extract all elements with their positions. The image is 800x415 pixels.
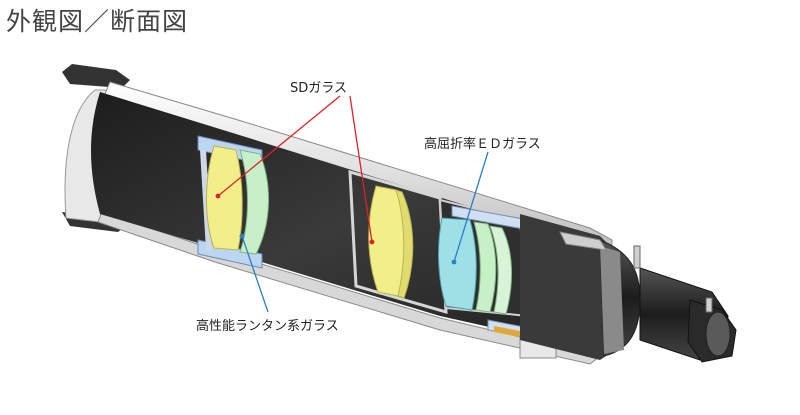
focuser-housing xyxy=(520,214,641,360)
draw-tube xyxy=(633,245,737,363)
lanthanum-glass-lens xyxy=(239,149,270,255)
ed-glass-lens-group xyxy=(438,217,513,315)
label-ed-glass: 高屈折率ＥＤガラス xyxy=(424,136,541,152)
label-sd-glass: SDガラス xyxy=(290,81,347,96)
page-title: 外観図／断面図 xyxy=(6,7,189,36)
ed-glass-pointer xyxy=(451,151,489,265)
sd-glass-pointers xyxy=(215,95,375,245)
sd-glass-rear-lens xyxy=(368,185,414,299)
lanthanum-glass-pointer xyxy=(239,233,269,313)
sd-glass-front-lens xyxy=(206,145,243,251)
label-lanthanum-glass: 高性能ランタン系ガラス xyxy=(196,318,339,334)
focuser-knob xyxy=(559,231,607,251)
